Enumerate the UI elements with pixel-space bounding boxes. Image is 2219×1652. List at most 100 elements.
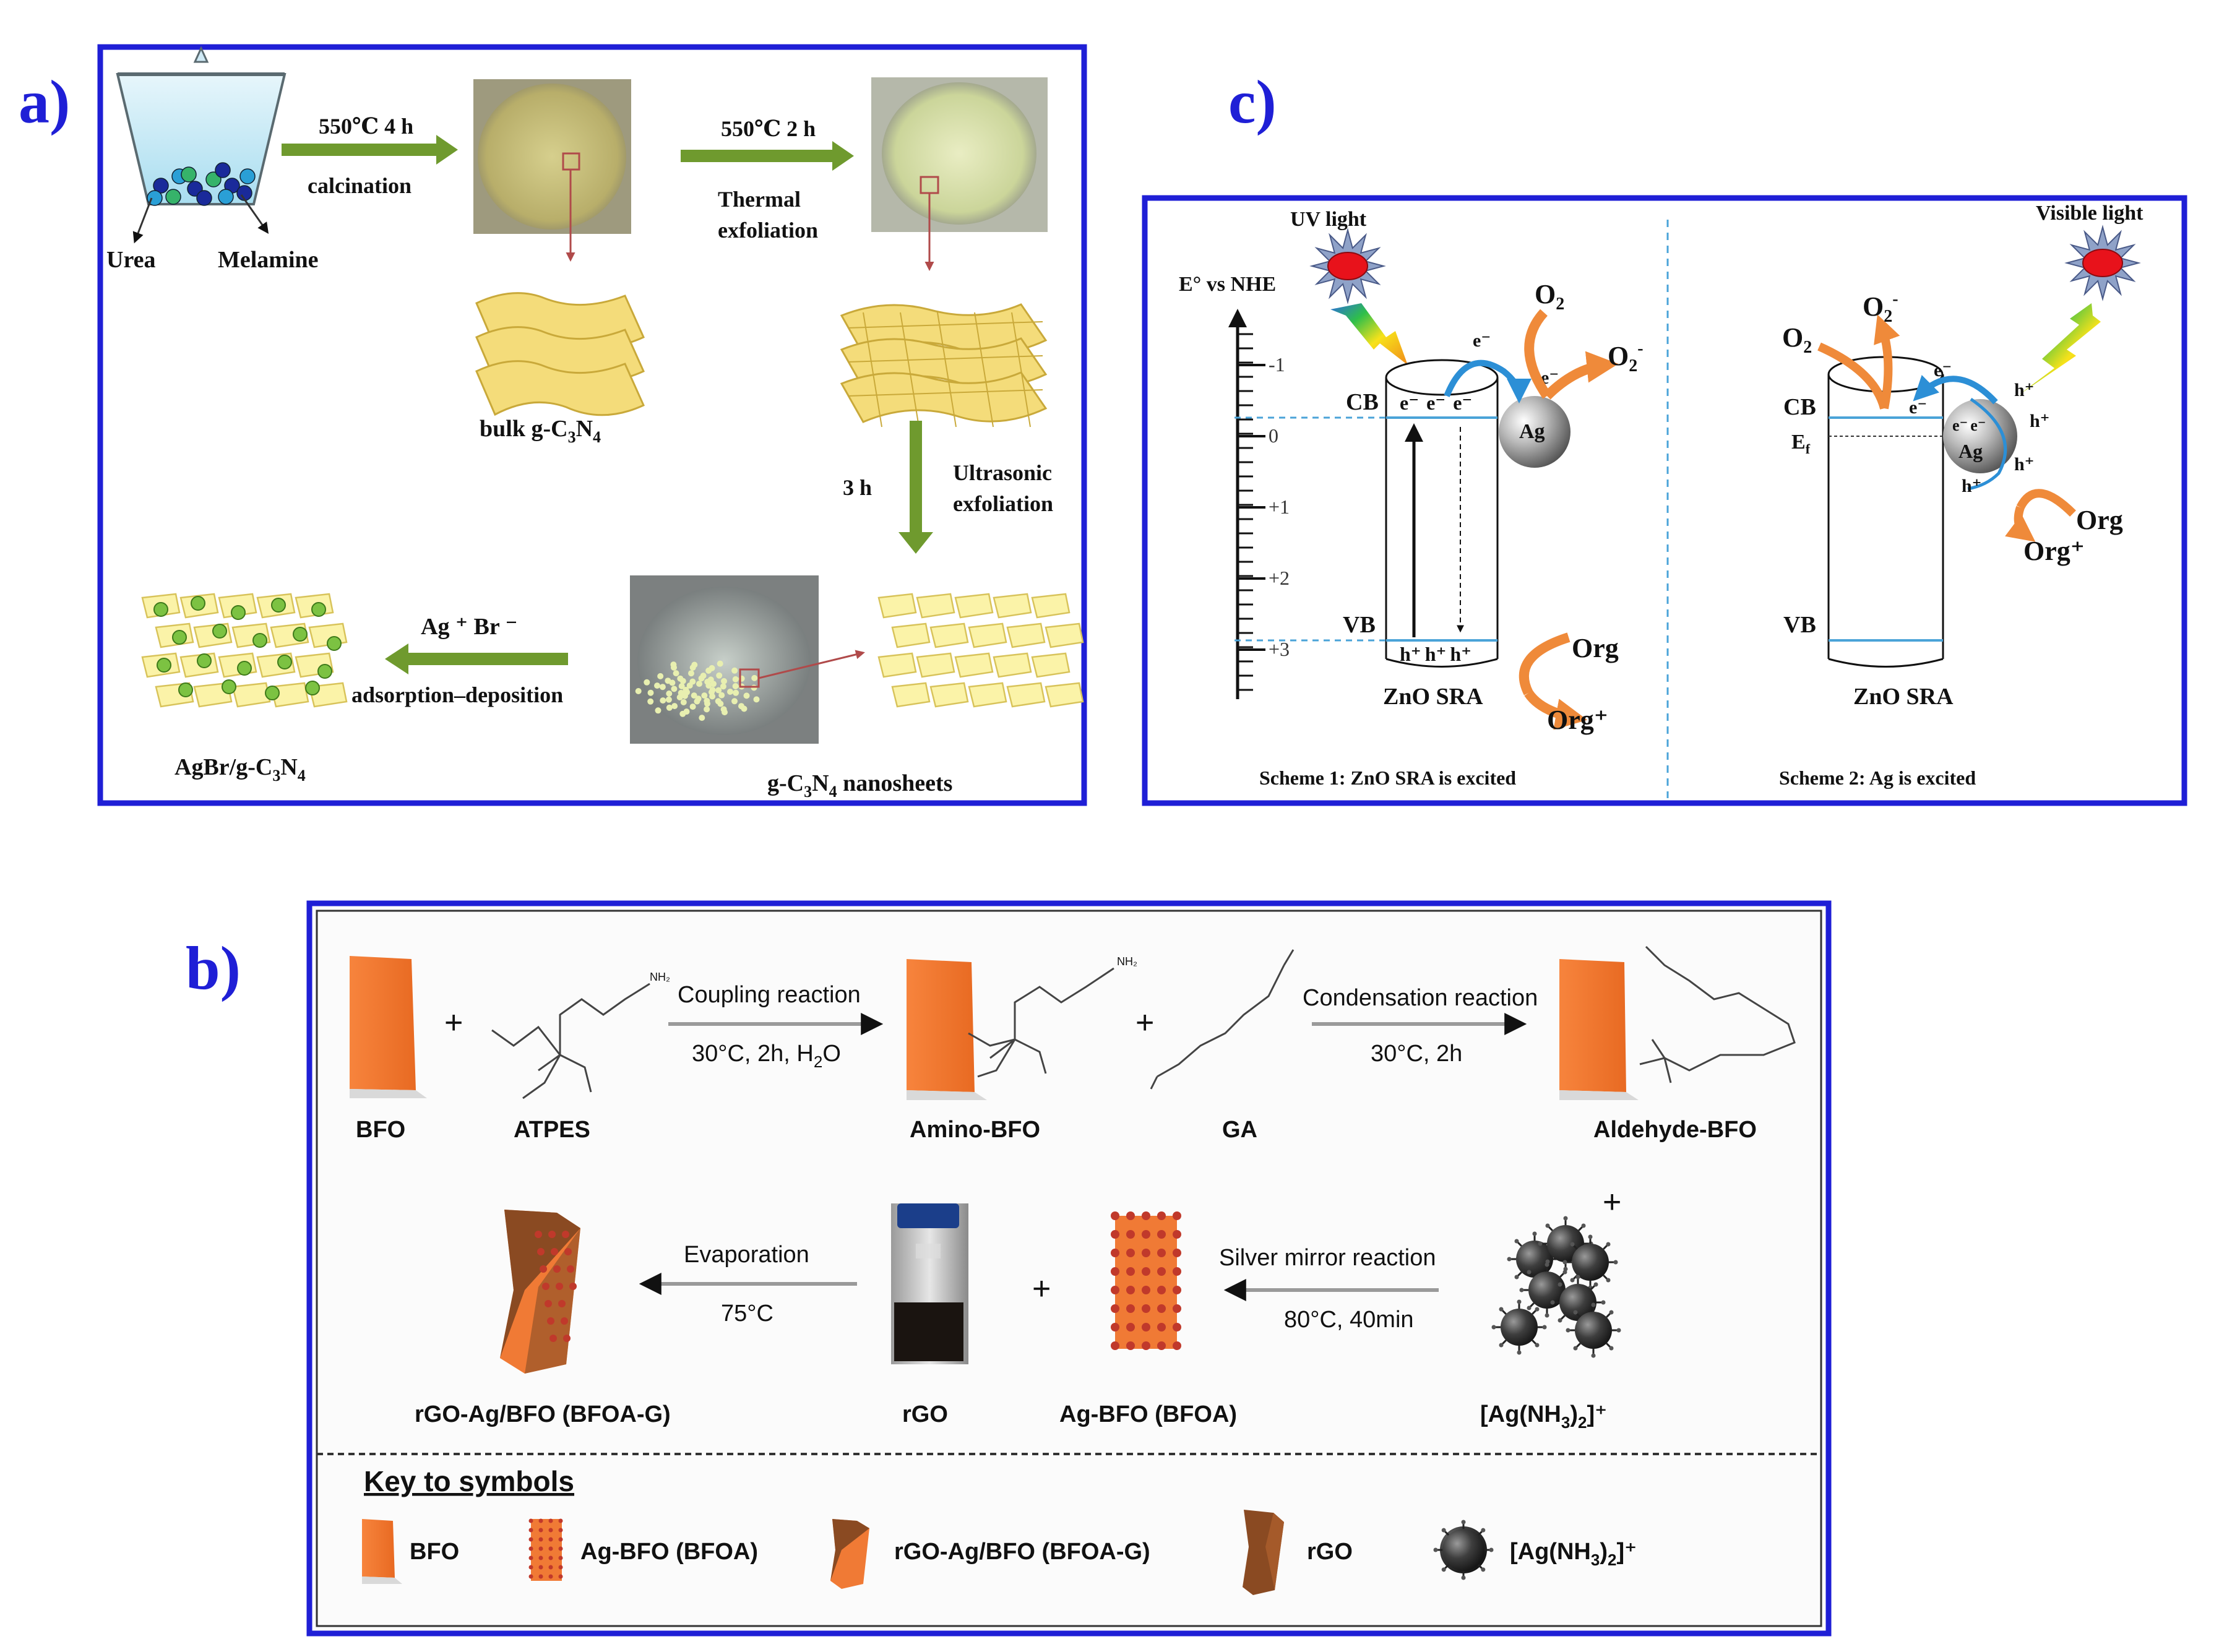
ag-nanoparticle-2 [1943, 399, 2017, 473]
electron-transfer-arrow-2 [1913, 375, 1998, 405]
agbr-particle [305, 681, 320, 695]
step2-name-line2: exfoliation [718, 218, 818, 243]
complex-spike-tip [1558, 1318, 1562, 1323]
ag-dot [569, 1283, 577, 1290]
complex-spike-tip [1606, 1278, 1611, 1283]
rgo-label: rGO [902, 1401, 948, 1427]
precursor-particle [181, 166, 197, 183]
ag-dot [548, 1546, 553, 1551]
agbr-particle [172, 630, 187, 645]
complex-spike-tip [1481, 1528, 1486, 1533]
hole-label-a: h⁺ [2014, 380, 2035, 400]
nanosheet [954, 593, 994, 619]
ag-dot [545, 1300, 552, 1307]
nanosheet [1006, 622, 1046, 648]
ag-dot [528, 1555, 533, 1560]
complex-spike-tip [1593, 1282, 1598, 1287]
org-label-1: Org [1572, 633, 1619, 663]
ag-dot [548, 1565, 553, 1570]
hole-label-b: h⁺ [2030, 411, 2050, 431]
o2-reduction-arrow-a [1524, 309, 1551, 399]
complex-ball [1528, 1271, 1566, 1309]
coupling-conditions: 30°C, 2h, H2O [692, 1041, 841, 1071]
agbr-particle [311, 602, 326, 617]
key-rgo-label: rGO [1307, 1539, 1353, 1565]
agbr-particle [197, 653, 212, 668]
precursor-particle [239, 168, 256, 184]
o2-reduction-arrow-d [1874, 314, 1900, 410]
agbr-particle [222, 679, 236, 694]
panel-a-label: a) [19, 67, 70, 136]
transfer-electron-label-2: e⁻ [1934, 360, 1952, 381]
ag-dot [558, 1528, 563, 1533]
ga-label: GA [1222, 1117, 1257, 1143]
ag-dot [1173, 1304, 1181, 1313]
complex-spike-tip [1535, 1307, 1540, 1312]
calcination-arrow [282, 135, 458, 165]
ag-ammonia-complex-icon [1491, 1216, 1621, 1358]
complex-spike-tip [1562, 1260, 1567, 1265]
step1-temperature: 550℃ 4 h [319, 114, 413, 139]
ag-dot [547, 1317, 554, 1325]
ag-dot [1126, 1341, 1135, 1350]
atpes-amine: NH₂ [650, 971, 670, 983]
aldehyde-bfo-label: Aldehyde-BFO [1593, 1117, 1757, 1143]
ag-dot [538, 1546, 543, 1551]
ag-dot [1173, 1286, 1181, 1294]
complex-spike-tip [1538, 1241, 1543, 1246]
ag-dot [558, 1555, 563, 1560]
ag-dot [538, 1574, 543, 1579]
panel-b: b) BFO + NH₂ ATPES Coupling reaction 30°… [186, 900, 1832, 1637]
key-bfo-icon [362, 1519, 402, 1584]
cb-label-2: CB [1783, 394, 1816, 420]
ag-dot [562, 1231, 569, 1238]
ag-label-2: Ag [1958, 440, 1983, 462]
precursor-particle [218, 189, 234, 205]
cb-label-1: CB [1346, 389, 1379, 415]
ag-dots-on-composite [535, 1231, 577, 1342]
ag-dot [1126, 1230, 1135, 1239]
step1-name: calcination [308, 173, 411, 198]
key-title: Key to symbols [364, 1465, 574, 1497]
panel-b-label: b) [186, 934, 241, 1002]
complex-spike-tip [1507, 1257, 1512, 1262]
ag-dot [1142, 1211, 1150, 1220]
step3-name-line1: Ultrasonic [953, 460, 1052, 485]
nanosheet [891, 622, 931, 648]
nanosheet [993, 652, 1032, 678]
aldehyde-bfo-block [1559, 959, 1639, 1100]
nanosheet [916, 652, 955, 678]
ag-dot [548, 1574, 553, 1579]
ag-dot [558, 1300, 566, 1307]
ag-dot [1111, 1249, 1119, 1257]
ag-dot [553, 1265, 561, 1273]
org-plus-label-1: Org⁺ [1547, 705, 1608, 735]
plus-sign-1: + [444, 1005, 463, 1041]
hole-label-c: h⁺ [2014, 454, 2035, 475]
ag-bfo-label: Ag-BFO (BFOA) [1059, 1401, 1237, 1427]
step2-temperature: 550℃ 2 h [721, 116, 816, 141]
zno-sra-cylinder-1 [1385, 359, 1499, 668]
ef-label: Ef [1791, 431, 1811, 457]
agbr-particle [237, 661, 252, 676]
complex-spike-tip [1591, 1302, 1596, 1307]
uv-photon-bolt-icon [1330, 303, 1408, 365]
complex-spike-tip [1550, 1300, 1555, 1305]
ag-dot [538, 1518, 543, 1523]
complex-spike-tip [1591, 1353, 1596, 1358]
complex-spike-tip [1481, 1567, 1486, 1572]
plus-sign-4: + [1603, 1184, 1621, 1220]
step4-name: adsorption–deposition [351, 682, 563, 707]
ag-dot [558, 1518, 563, 1523]
nanosheet [877, 652, 917, 678]
complex-spike-tip [1542, 1325, 1547, 1330]
ag-dot [1126, 1323, 1135, 1331]
ag-dot [558, 1565, 563, 1570]
nanosheet [954, 652, 994, 678]
complex-spike-tip [1616, 1328, 1621, 1333]
ag-dot [1142, 1323, 1150, 1331]
complex-ball [1516, 1241, 1553, 1278]
hole-label-d: h⁺ [1962, 476, 1982, 496]
agbr-particle [231, 605, 246, 620]
vb-label-2: VB [1783, 612, 1816, 638]
